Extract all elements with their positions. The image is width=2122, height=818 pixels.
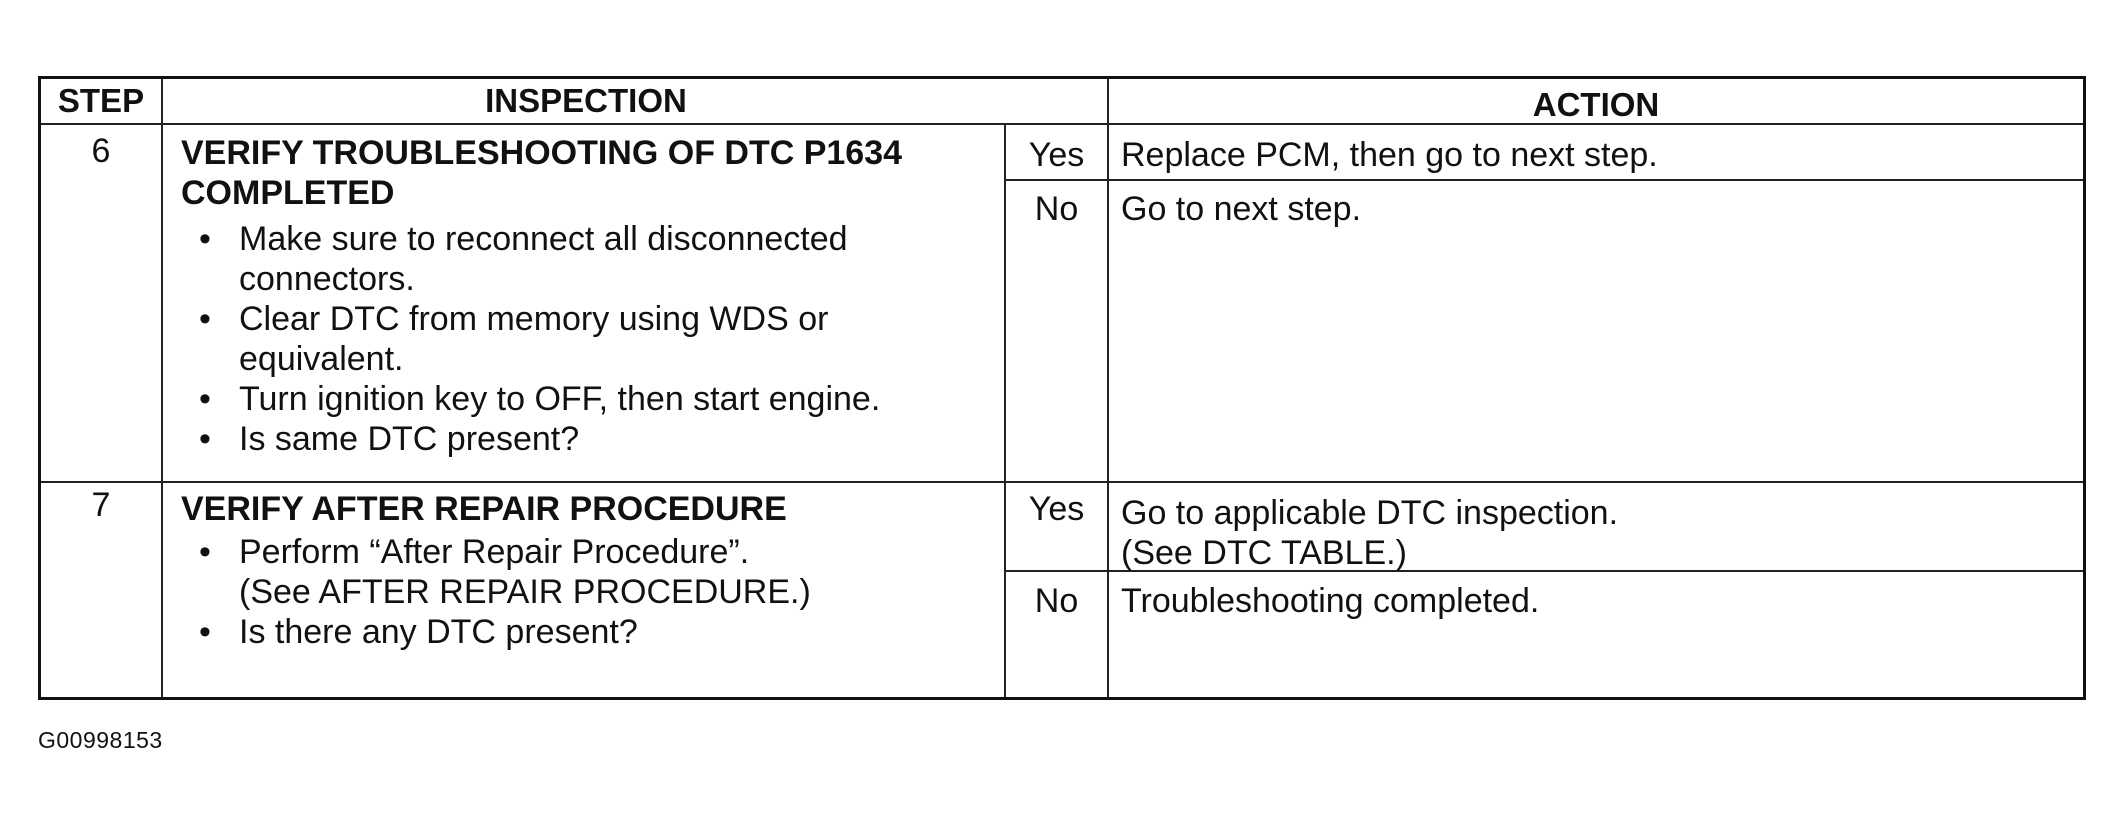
inspection-title-continued: COMPLETED <box>181 174 395 212</box>
dtc-inspection-table: STEP INSPECTION ACTION 6 VERIFY TROUBLES… <box>38 76 2086 700</box>
action-column-divider <box>1107 79 1109 697</box>
checklist-item: Is there any DTC present? <box>181 612 981 652</box>
checklist-item: Make sure to reconnect all disconnected … <box>181 219 981 299</box>
row-divider <box>41 481 2083 483</box>
inspection-checklist: Perform “After Repair Procedure”. (See A… <box>181 532 981 652</box>
inspection-checklist: Make sure to reconnect all disconnected … <box>181 219 981 459</box>
row7-yes-no-divider <box>1006 570 2083 572</box>
inspection-title: VERIFY AFTER REPAIR PROCEDURE <box>181 490 787 528</box>
yes-action-continued: (See DTC TABLE.) <box>1121 534 1407 572</box>
checklist-item-line: Perform “After Repair Procedure”. <box>239 533 750 571</box>
answer-column-divider <box>1004 125 1006 697</box>
checklist-item: Perform “After Repair Procedure”. (See A… <box>181 532 981 612</box>
checklist-item: Is same DTC present? <box>181 419 981 459</box>
step-header: STEP <box>57 82 145 119</box>
step-number: 6 <box>91 132 111 170</box>
row6-yes-no-divider <box>1006 179 2083 181</box>
yes-label: Yes <box>1028 490 1085 528</box>
header-divider <box>41 123 2083 125</box>
yes-label: Yes <box>1028 136 1085 174</box>
checklist-item: Clear DTC from memory using WDS or equiv… <box>181 299 981 379</box>
yes-action: Replace PCM, then go to next step. <box>1121 136 1658 174</box>
inspection-title: VERIFY TROUBLESHOOTING OF DTC P1634 <box>181 134 903 172</box>
yes-action: Go to applicable DTC inspection. <box>1121 494 1619 532</box>
figure-code: G00998153 <box>38 727 163 753</box>
no-label: No <box>1034 582 1079 620</box>
no-action: Go to next step. <box>1121 190 1362 228</box>
no-label: No <box>1034 190 1079 228</box>
checklist-item-line: (See AFTER REPAIR PROCEDURE.) <box>239 573 811 611</box>
step-number: 7 <box>91 486 111 524</box>
checklist-item: Turn ignition key to OFF, then start eng… <box>181 379 981 419</box>
no-action: Troubleshooting completed. <box>1121 582 1540 620</box>
step-column-divider <box>161 79 163 697</box>
action-header: ACTION <box>1532 86 1660 123</box>
inspection-header: INSPECTION <box>485 82 687 119</box>
